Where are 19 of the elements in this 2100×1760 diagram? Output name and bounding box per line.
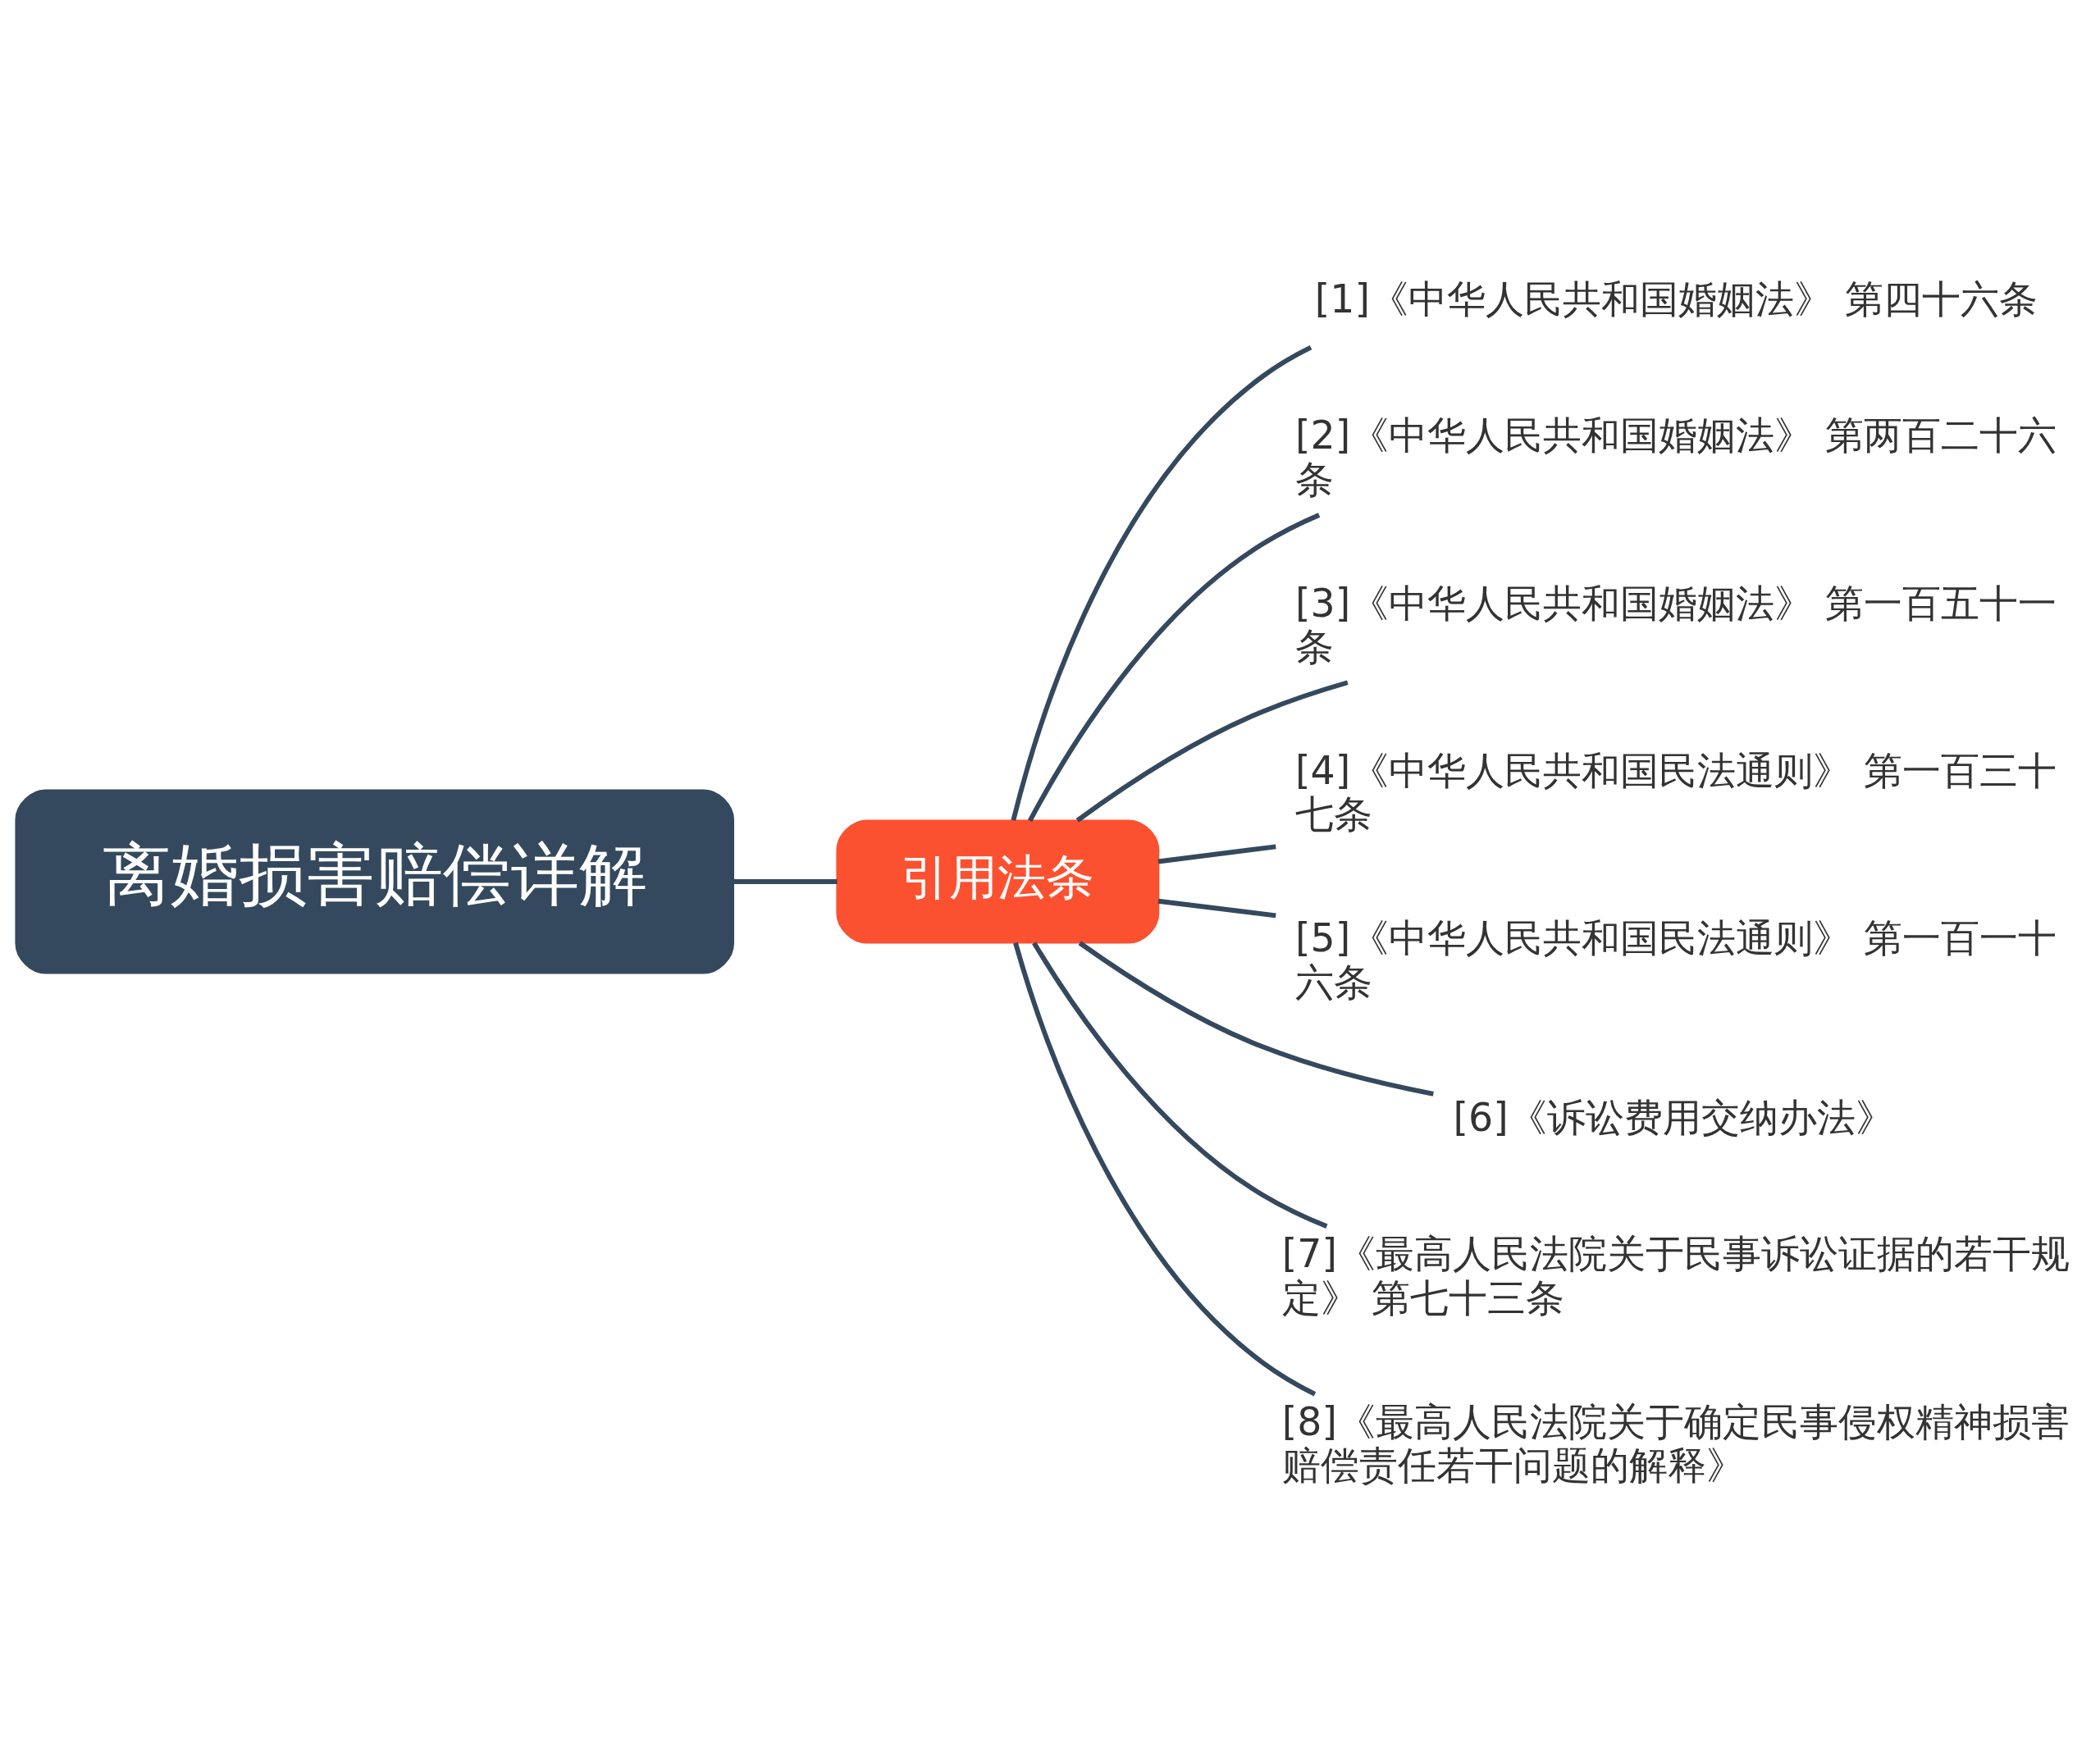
node-text: [7]《最高人民法院关于民事诉讼证据的若干规定》 第七十三条 [1281, 1230, 2070, 1320]
connector [1027, 512, 1321, 822]
connector [1011, 344, 1312, 821]
node-text: [8]《最高人民法院关于确定民事侵权精神损害赔偿责任若干问题的解释》 [1281, 1398, 2070, 1488]
connector [1075, 679, 1349, 823]
node-box: 离婚损害赔偿详解 [15, 788, 734, 973]
connector [1157, 843, 1276, 864]
node-text: [3]《中华人民共和国婚姻法》 第一百五十一条 [1295, 580, 2057, 669]
node-text: [2]《中华人民共和国婚姻法》 第两百二十六条 [1295, 412, 2057, 502]
connector [733, 878, 838, 884]
connector [1013, 942, 1317, 1396]
node-text: [1]《中华人民共和国婚姻法》 第四十六条 [1314, 276, 2038, 321]
connector [1078, 940, 1434, 1097]
connector [1032, 941, 1328, 1229]
connector [1157, 898, 1276, 918]
node-text: [4]《中华人民共和国民法通则》 第一百三十七条 [1295, 747, 2057, 837]
node-box: 引用法条 [836, 818, 1160, 943]
node-text: [6]《诉讼费用交纳办法》 [1453, 1094, 1894, 1140]
node-text: [5]《中华人民共和国民法通则》 第一百一十六条 [1295, 914, 2057, 1005]
